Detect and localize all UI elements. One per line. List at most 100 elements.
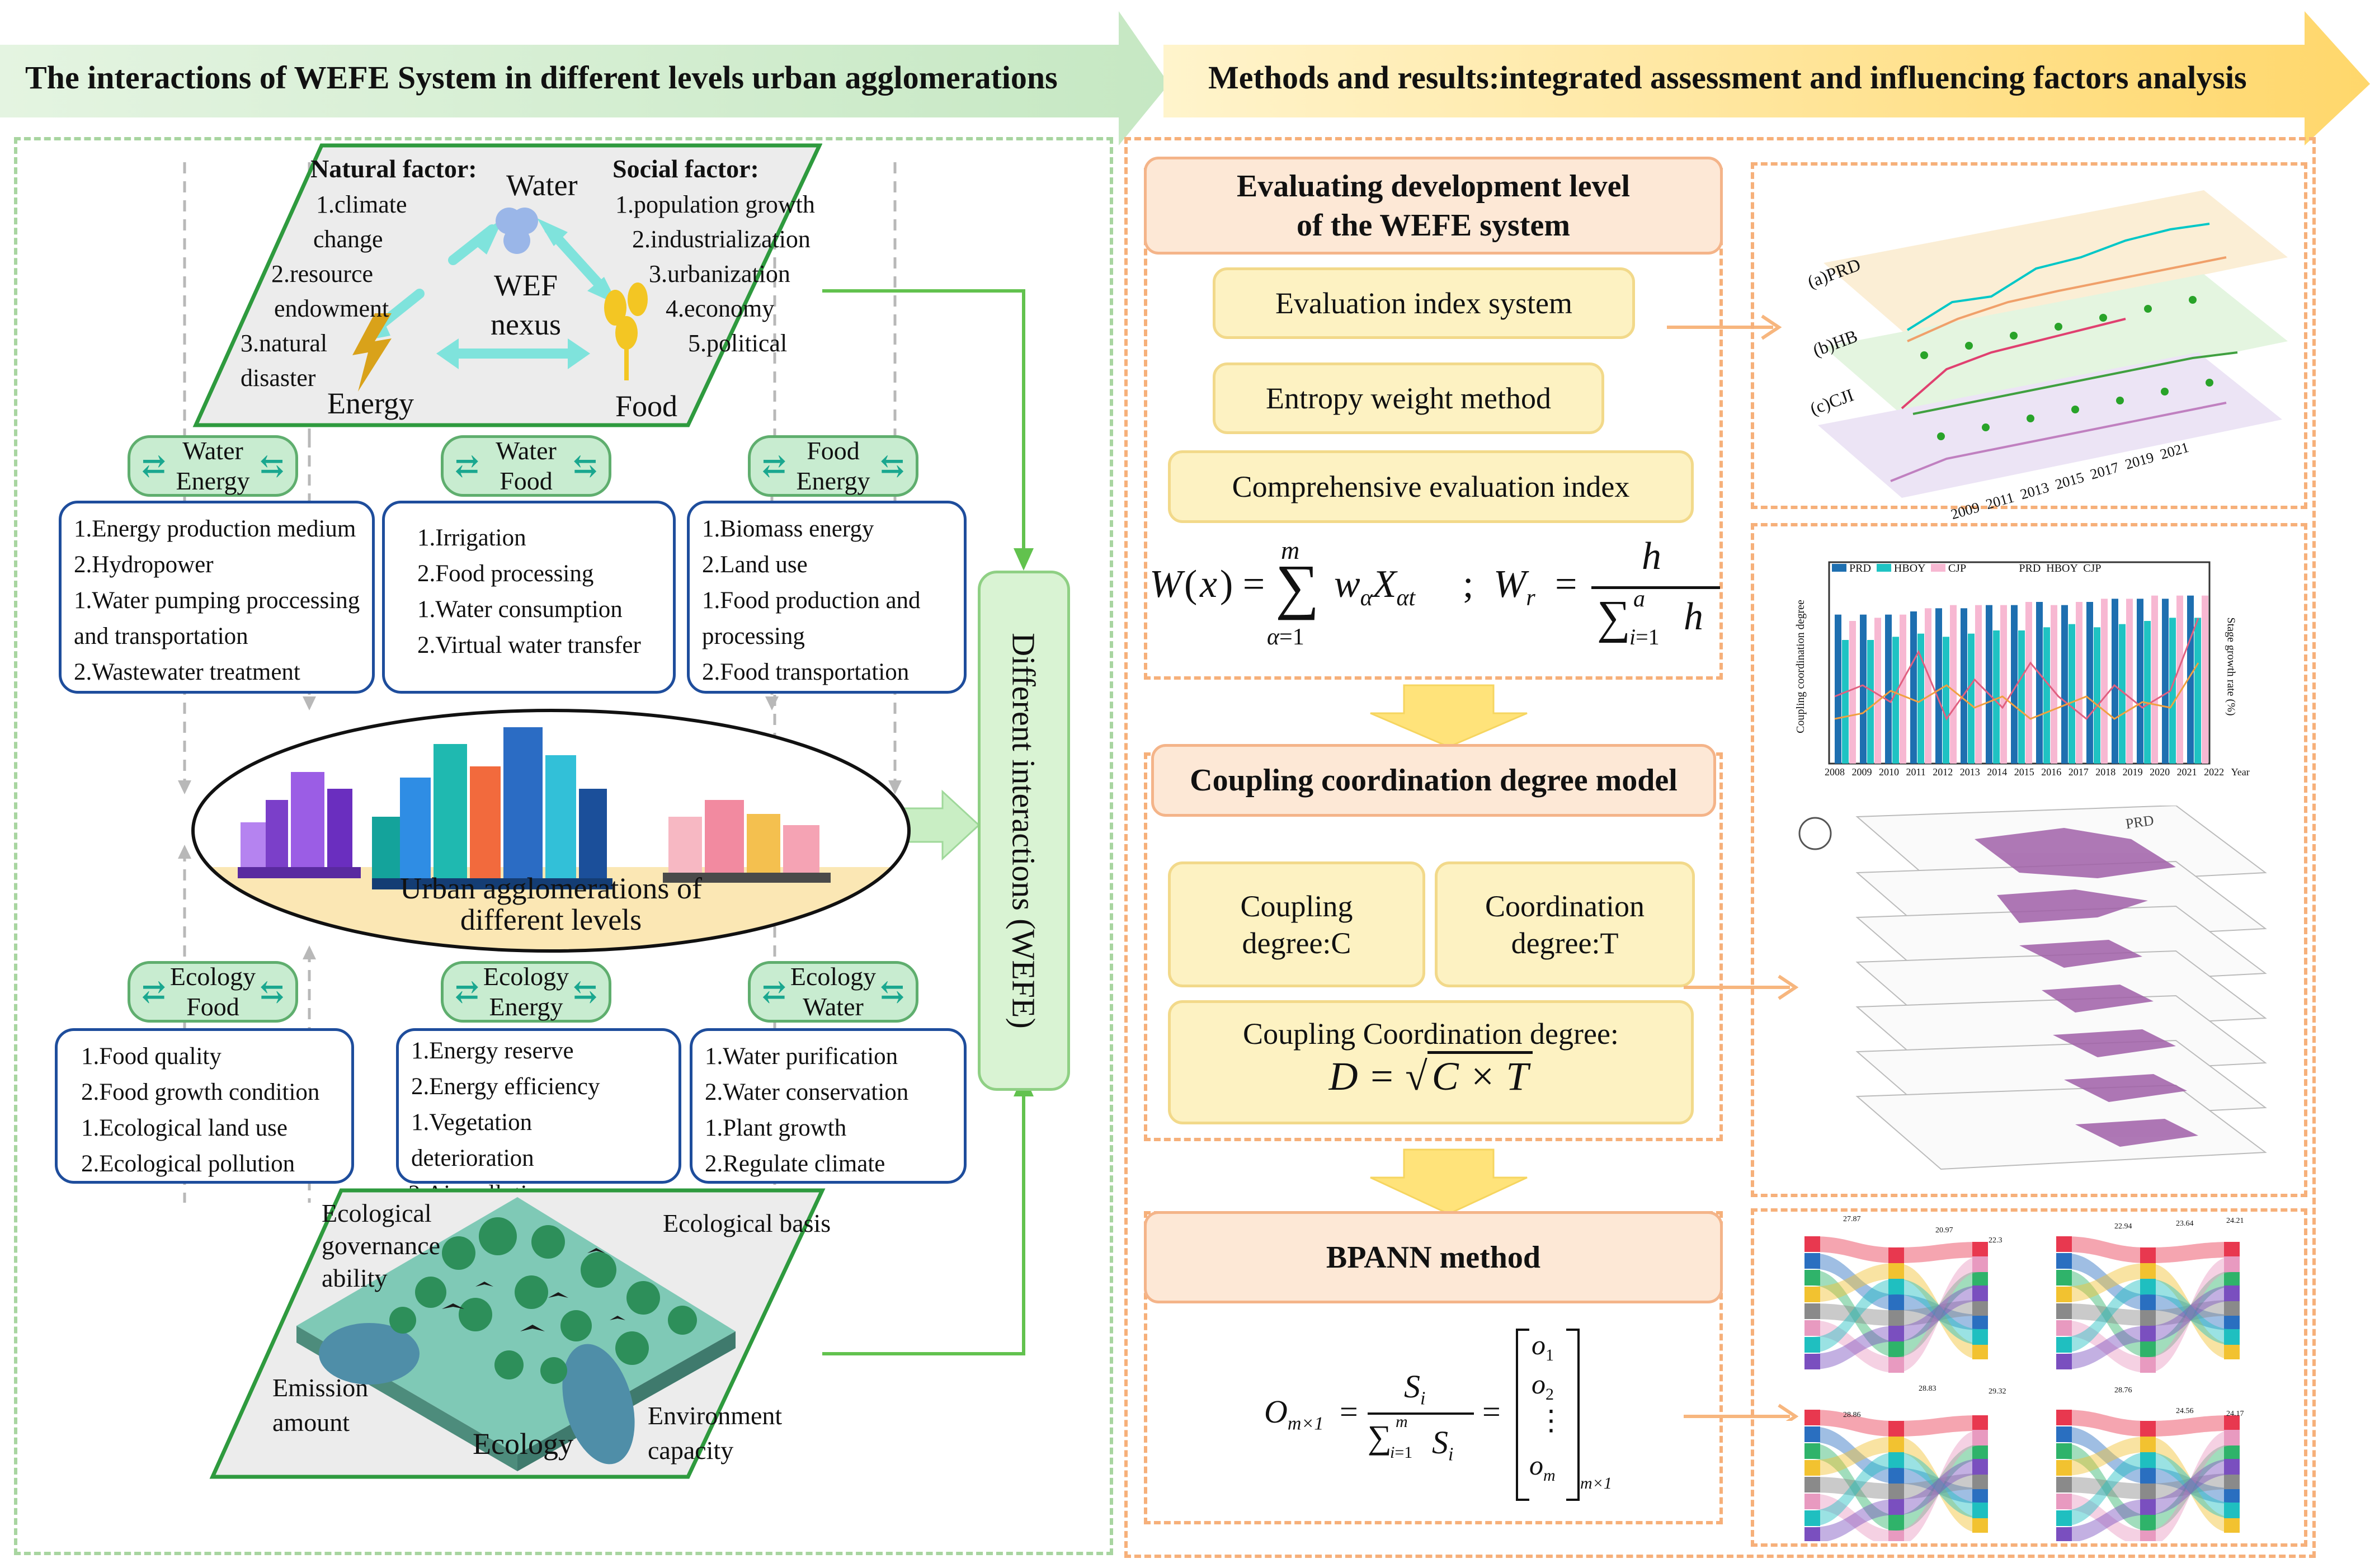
water-food-box: 1.Irrigation 2.Food processing 1.Water c… (382, 501, 676, 694)
pill-line: Energy (176, 467, 250, 495)
pill-line: Energy (489, 992, 563, 1021)
bar-thumbnail (2011, 605, 2018, 764)
sankey-node (1972, 1430, 1988, 1445)
sankey-node (2224, 1329, 2240, 1345)
emission-line: amount (272, 1408, 350, 1437)
swap-arrows-icon: ⇆ (260, 450, 284, 483)
coordination-degree-box: Coordination degree:T (1435, 861, 1695, 987)
sankey-total: 24.56 (2176, 1407, 2194, 1415)
governance-line: governance (322, 1231, 440, 1260)
pill-line: Food (807, 436, 860, 465)
sankey-node (2140, 1279, 2156, 1294)
pill-line: Water (803, 992, 864, 1021)
sankey-node (2056, 1494, 2072, 1509)
sankey-node (1972, 1315, 1988, 1330)
sankey-node (1972, 1488, 1988, 1504)
sankey-flow (1812, 1443, 1980, 1531)
bar-thumbnail (2036, 602, 2043, 764)
sankey-node (2224, 1271, 2240, 1287)
coupling-line: degree:C (1242, 926, 1351, 960)
bar-thumbnail (2151, 595, 2158, 764)
sankey-node (1804, 1443, 1820, 1459)
sankey-flow (2064, 1426, 2232, 1504)
coordination-line: degree:T (1511, 926, 1619, 960)
line-charts-image (1818, 190, 2288, 498)
sankey-total: 29.32 (1989, 1387, 2006, 1396)
natural-item: 2.resource (271, 260, 374, 288)
bar-year-tick: 2012 (1933, 766, 1953, 778)
sankey-node (2056, 1320, 2072, 1336)
box-item: 1.Water consumption (417, 596, 623, 623)
sankey-node (1972, 1444, 1988, 1460)
sankey-node (2056, 1410, 2072, 1425)
bar-y2label: Stage growth rate (%) (2225, 617, 2237, 716)
emission-label: Emission amount (272, 1371, 368, 1440)
comprehensive-index-box: Comprehensive evaluation index (1168, 450, 1694, 523)
result-sankey-panel (1751, 1208, 2307, 1547)
box-item: processing (702, 623, 805, 649)
sankey-node (2224, 1242, 2240, 1258)
sankey-flow (1812, 1256, 1980, 1373)
wef-label-line: nexus (491, 308, 561, 341)
pill-line: Ecology (169, 962, 256, 991)
sankey-node (2056, 1527, 2072, 1541)
legend-label: CJP (2083, 562, 2102, 575)
sankey-node (2224, 1315, 2240, 1330)
bar-thumbnail (2061, 605, 2068, 764)
box-item: 2.Food transportation (702, 659, 910, 685)
food-label: Food (615, 389, 678, 423)
sankey-node (2140, 1247, 2156, 1263)
bar-thumbnail (1993, 630, 2000, 764)
step1-title-box: Evaluating development level of the WEFE… (1144, 157, 1723, 255)
bar-thumbnail (1925, 608, 1931, 764)
sankey-total: 24.21 (2226, 1217, 2244, 1225)
sankey-node (2056, 1303, 2072, 1319)
step1-title-line: of the WEFE system (1297, 208, 1570, 243)
pill-line: Ecology (790, 962, 877, 991)
box-item: and transportation (74, 623, 248, 649)
swap-arrows-icon: ⇄ (142, 976, 166, 1009)
water-label: Water (506, 168, 578, 202)
sankey-total: 22.3 (1989, 1236, 2003, 1245)
down-arrow-1 (1370, 684, 1528, 748)
box-item: 2.Energy efficiency (411, 1073, 600, 1100)
bar-thumbnail (2119, 624, 2126, 764)
box-item: 1.Water purification (705, 1043, 898, 1070)
legend-label: PRD (2019, 562, 2041, 575)
sankey-node (2056, 1270, 2072, 1286)
bar-year-tick: 2013 (1959, 766, 1980, 778)
sankey-node (2056, 1287, 2072, 1302)
bar-thumbnail (1867, 640, 1874, 764)
bar-thumbnail (2169, 618, 2176, 764)
bar-thumbnail (1943, 637, 1949, 764)
bar-year-tick: 2019 (2122, 766, 2143, 778)
sankey-node (2056, 1253, 2072, 1269)
sankey-node (1888, 1326, 1904, 1341)
box-item: 1.Biomass energy (702, 516, 874, 542)
city-purple-icon (238, 772, 361, 878)
sankey-flow (2064, 1256, 2232, 1373)
sankey-node (2056, 1426, 2072, 1442)
bar-legend: PRD HBOY CJP PRD HBOY CJP (1832, 562, 2101, 575)
ecology-label: Ecology (473, 1427, 573, 1461)
bar-chart-image (1828, 561, 2211, 765)
sankey-node (1888, 1468, 1904, 1484)
bar-year-tick: 2017 (2068, 766, 2089, 778)
sankey-charts-image (1804, 1236, 2240, 1541)
swap-arrows-icon: ⇆ (880, 450, 904, 483)
sankey-node (2056, 1236, 2072, 1252)
box-item: 2.Food processing (417, 561, 594, 587)
bar-thumbnail (2194, 618, 2201, 764)
box-item: 1.Vegetation (411, 1109, 533, 1136)
swap-arrows-icon: ⇄ (142, 450, 166, 483)
social-item: 1.population growth (615, 191, 815, 218)
index-system-box: Evaluation index system (1213, 267, 1635, 339)
result-line-panel (1751, 162, 2307, 509)
pill-line: Energy (796, 467, 870, 495)
social-item: 2.industrialization (632, 225, 811, 253)
down-arrow-2 (1370, 1148, 1528, 1215)
bar-thumbnail (2162, 599, 2169, 764)
